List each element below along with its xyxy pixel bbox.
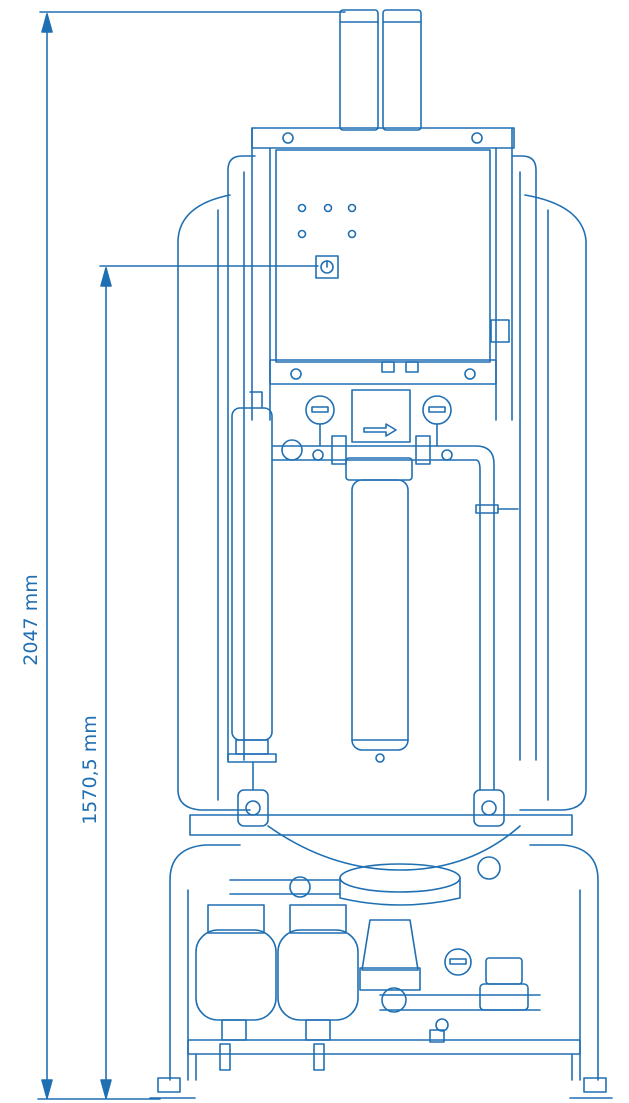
overall-height-dimension xyxy=(37,11,346,1100)
ball-valve-left xyxy=(237,761,269,827)
bottom-piping xyxy=(379,994,541,1043)
pressure-gauge-right xyxy=(422,395,452,446)
main-switch-icon xyxy=(315,255,339,279)
pressure-vessel-right xyxy=(519,194,587,811)
vent-tubes xyxy=(339,9,422,131)
panel-height-dimension xyxy=(99,265,319,1099)
filter-housing-center xyxy=(345,457,413,763)
panel-height-label: 1570,5 mm xyxy=(79,715,101,825)
indicator-light-2 xyxy=(323,203,333,213)
diaphragm-unit xyxy=(359,919,421,1013)
manifold-pipe xyxy=(271,435,495,501)
solenoid-valve xyxy=(479,957,529,1011)
control-cabinet xyxy=(269,149,510,385)
indicator-light-5 xyxy=(347,229,357,239)
indicator-light-3 xyxy=(347,203,357,213)
collector-drum xyxy=(189,814,573,906)
indicator-light-1 xyxy=(297,203,307,213)
return-pipe-right xyxy=(475,499,519,791)
overall-height-label: 2047 mm xyxy=(20,574,42,665)
base-frame xyxy=(149,844,613,1099)
pressure-vessel-left xyxy=(177,194,251,811)
pump-suction-pipe xyxy=(229,876,341,898)
pressure-gauge-left xyxy=(305,395,335,446)
side-pipes xyxy=(227,155,537,761)
indicator-light-4 xyxy=(297,229,307,239)
cartridge-filter-left xyxy=(227,391,277,763)
pump-right xyxy=(277,904,359,1071)
flow-arrow-plate xyxy=(351,389,411,443)
pump-left xyxy=(195,904,277,1071)
pressure-gauge-bottom xyxy=(444,948,472,976)
